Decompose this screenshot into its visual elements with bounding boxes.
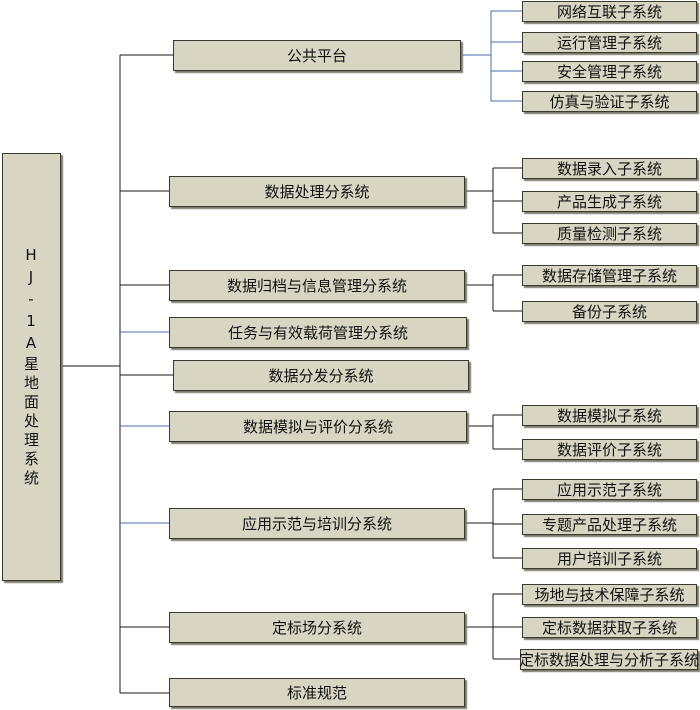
- module-node: 定标数据处理与分析子系统: [519, 649, 700, 670]
- root-node: HJ-1A星地面处理系统: [2, 153, 61, 581]
- subsystem-node: 任务与有效载荷管理分系统: [169, 317, 467, 348]
- module-node: 数据模拟子系统: [522, 405, 697, 426]
- module-node: 运行管理子系统: [522, 32, 697, 53]
- module-node: 场地与技术保障子系统: [522, 584, 697, 605]
- subsystem-node: 数据处理分系统: [169, 176, 465, 207]
- subsystem-node: 标准规范: [169, 678, 465, 707]
- subsystem-node: 数据分发分系统: [173, 360, 469, 391]
- module-node: 定标数据获取子系统: [522, 617, 697, 638]
- module-node: 仿真与验证子系统: [522, 91, 697, 112]
- module-node: 安全管理子系统: [522, 61, 697, 82]
- subsystem-node: 数据归档与信息管理分系统: [169, 270, 465, 301]
- module-node: 质量检测子系统: [522, 223, 697, 244]
- module-node: 数据录入子系统: [522, 158, 697, 179]
- subsystem-node: 定标场分系统: [169, 612, 465, 643]
- module-node: 网络互联子系统: [522, 1, 697, 22]
- subsystem-node: 数据模拟与评价分系统: [169, 411, 467, 442]
- module-node: 应用示范子系统: [522, 479, 697, 500]
- module-node: 数据存储管理子系统: [522, 265, 697, 286]
- module-node: 用户培训子系统: [522, 548, 697, 569]
- module-node: 数据评价子系统: [522, 439, 697, 460]
- module-node: 专题产品处理子系统: [522, 514, 697, 535]
- module-node: 产品生成子系统: [522, 191, 697, 212]
- subsystem-node: 应用示范与培训分系统: [169, 508, 465, 539]
- subsystem-node: 公共平台: [173, 40, 461, 71]
- module-node: 备份子系统: [522, 301, 697, 322]
